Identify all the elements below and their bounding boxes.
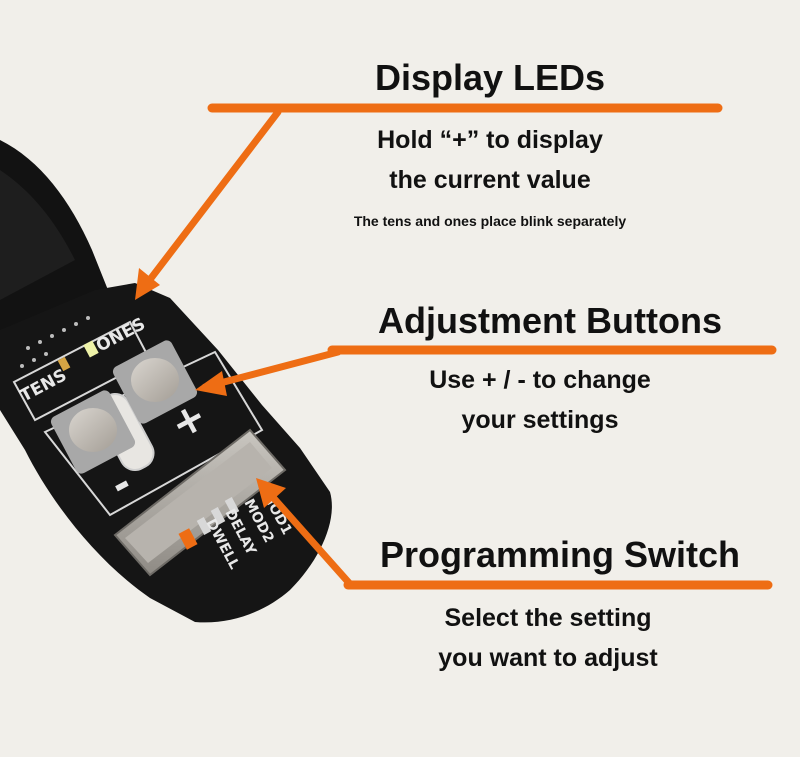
display-leds-arrow-line bbox=[138, 108, 282, 294]
programming-switch-title: Programming Switch bbox=[379, 534, 741, 575]
programming-switch-arrow-line bbox=[258, 481, 354, 588]
display-leds-note: The tens and ones place blink separately bbox=[353, 213, 627, 229]
programming-switch-line2: you want to adjust bbox=[438, 644, 658, 672]
via-dots bbox=[20, 316, 90, 368]
switch-position-markers bbox=[178, 497, 240, 550]
cable-shadow bbox=[0, 170, 75, 300]
callout-lines bbox=[138, 103, 777, 590]
plus-button[interactable] bbox=[111, 338, 199, 425]
adjustment-buttons-line1: Use + / - to change bbox=[429, 366, 651, 394]
adjustment-buttons-arrow-line bbox=[201, 348, 342, 391]
ones-led bbox=[83, 340, 99, 358]
programming-switch-line1: Select the setting bbox=[444, 604, 652, 632]
adjustment-buttons-arrowhead bbox=[195, 371, 227, 396]
display-leds-arrowhead bbox=[135, 268, 160, 300]
display-leds-line2: the current value bbox=[389, 166, 591, 194]
callout-arrowheads bbox=[135, 268, 286, 508]
minus-button[interactable] bbox=[49, 388, 137, 475]
adjustment-buttons-title: Adjustment Buttons bbox=[378, 300, 722, 341]
programming-switch[interactable] bbox=[113, 428, 287, 577]
programming-switch-arrowhead bbox=[256, 478, 286, 508]
pcb bbox=[0, 283, 332, 623]
adjustment-buttons-line2: your settings bbox=[461, 406, 619, 434]
tens-led bbox=[57, 356, 71, 372]
display-leds-line1: Hold “+” to display bbox=[377, 126, 603, 154]
display-leds-title: Display LEDs bbox=[374, 57, 606, 98]
